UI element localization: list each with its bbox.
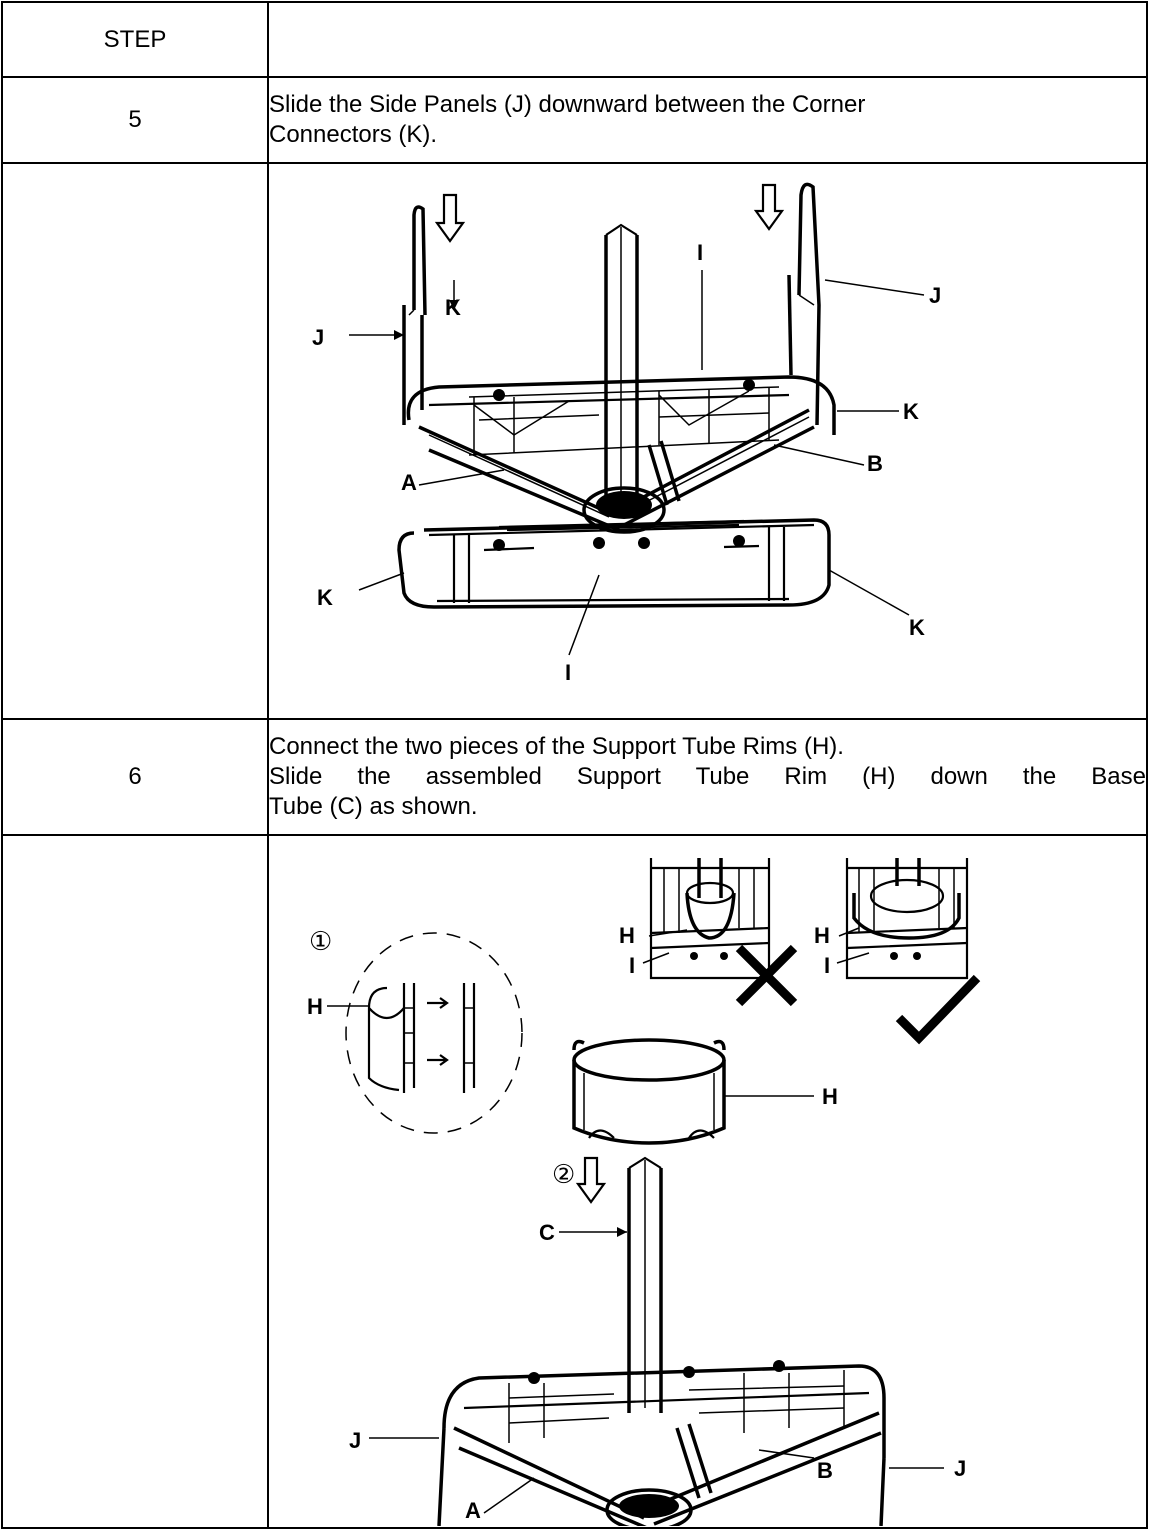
step-6-number: 6 xyxy=(1,718,269,836)
circled-two: ② xyxy=(552,1160,575,1190)
label-B: B xyxy=(867,451,883,476)
label-H-rim: H xyxy=(822,1084,838,1109)
x-mark-icon xyxy=(735,944,798,1006)
step-6-line-3: Tube (C) as shown. xyxy=(269,793,478,820)
side-panel-right xyxy=(787,182,821,426)
label-I-bottom: I xyxy=(565,660,571,685)
step-6-illustration: ① ② H xyxy=(307,857,981,1526)
text-column-header xyxy=(267,1,1148,78)
label-H-right: H xyxy=(814,923,830,948)
incorrect-example xyxy=(649,857,798,1006)
support-tube-rim xyxy=(572,1037,726,1145)
label-K-bottom-right: K xyxy=(909,615,925,640)
down-arrow-icon xyxy=(434,193,466,243)
step-5-figure-cell: J K I J K A B K K I xyxy=(267,162,1148,720)
step-6-figure-cell: ① ② H xyxy=(267,834,1148,1529)
step-6-instruction: Connect the two pieces of the Support Tu… xyxy=(267,718,1148,836)
down-arrow-icon xyxy=(575,1156,607,1204)
label-A: A xyxy=(465,1498,481,1523)
down-arrow-icon xyxy=(753,183,785,231)
header-row: STEP xyxy=(1,1,1148,78)
detail-circle xyxy=(345,931,523,1134)
step-6-figure-row: ① ② H xyxy=(1,834,1148,1529)
side-panel-left xyxy=(402,205,427,425)
label-A: A xyxy=(401,470,417,495)
label-J-left: J xyxy=(349,1428,361,1453)
label-K-left: K xyxy=(317,585,333,610)
label-H-detail: H xyxy=(307,994,323,1019)
step-6-line-1: Connect the two pieces of the Support Tu… xyxy=(269,733,844,760)
correct-example xyxy=(845,857,981,1044)
rim-halves-detail xyxy=(367,982,476,1093)
step-5-line-2: Connectors (K). xyxy=(269,121,438,148)
label-K-top: K xyxy=(445,295,461,320)
step-5-instruction: Slide the Side Panels (J) downward betwe… xyxy=(267,76,1148,164)
step-column-header: STEP xyxy=(1,1,269,78)
label-I-wrong: I xyxy=(629,953,635,978)
step-5-line-1: Slide the Side Panels (J) downward betwe… xyxy=(269,91,866,118)
base-tray xyxy=(397,223,836,609)
label-J-right: J xyxy=(954,1456,966,1481)
step-5-figure-blank xyxy=(1,162,269,720)
step-6-row: 6 Connect the two pieces of the Support … xyxy=(1,718,1148,836)
label-J-left: J xyxy=(312,325,324,350)
step-5-number: 5 xyxy=(1,76,269,164)
circled-one: ① xyxy=(309,927,332,957)
label-I-top: I xyxy=(697,240,703,265)
step-5-figure-row: J K I J K A B K K I xyxy=(1,162,1148,720)
label-H-wrong: H xyxy=(619,923,635,948)
label-C: C xyxy=(539,1220,555,1245)
step-6-figure-blank xyxy=(1,834,269,1529)
label-K-right: K xyxy=(903,399,919,424)
step-5-illustration: J K I J K A B K K I xyxy=(312,182,941,685)
step-5-row: 5 Slide the Side Panels (J) downward bet… xyxy=(1,76,1148,164)
label-B: B xyxy=(817,1458,833,1483)
check-mark-icon xyxy=(895,974,981,1044)
label-I-right: I xyxy=(824,953,830,978)
label-J-right: J xyxy=(929,283,941,308)
step-6-line-2: Slide the assembled Support Tube Rim (H)… xyxy=(269,763,1146,790)
base-assembly xyxy=(437,1156,886,1526)
